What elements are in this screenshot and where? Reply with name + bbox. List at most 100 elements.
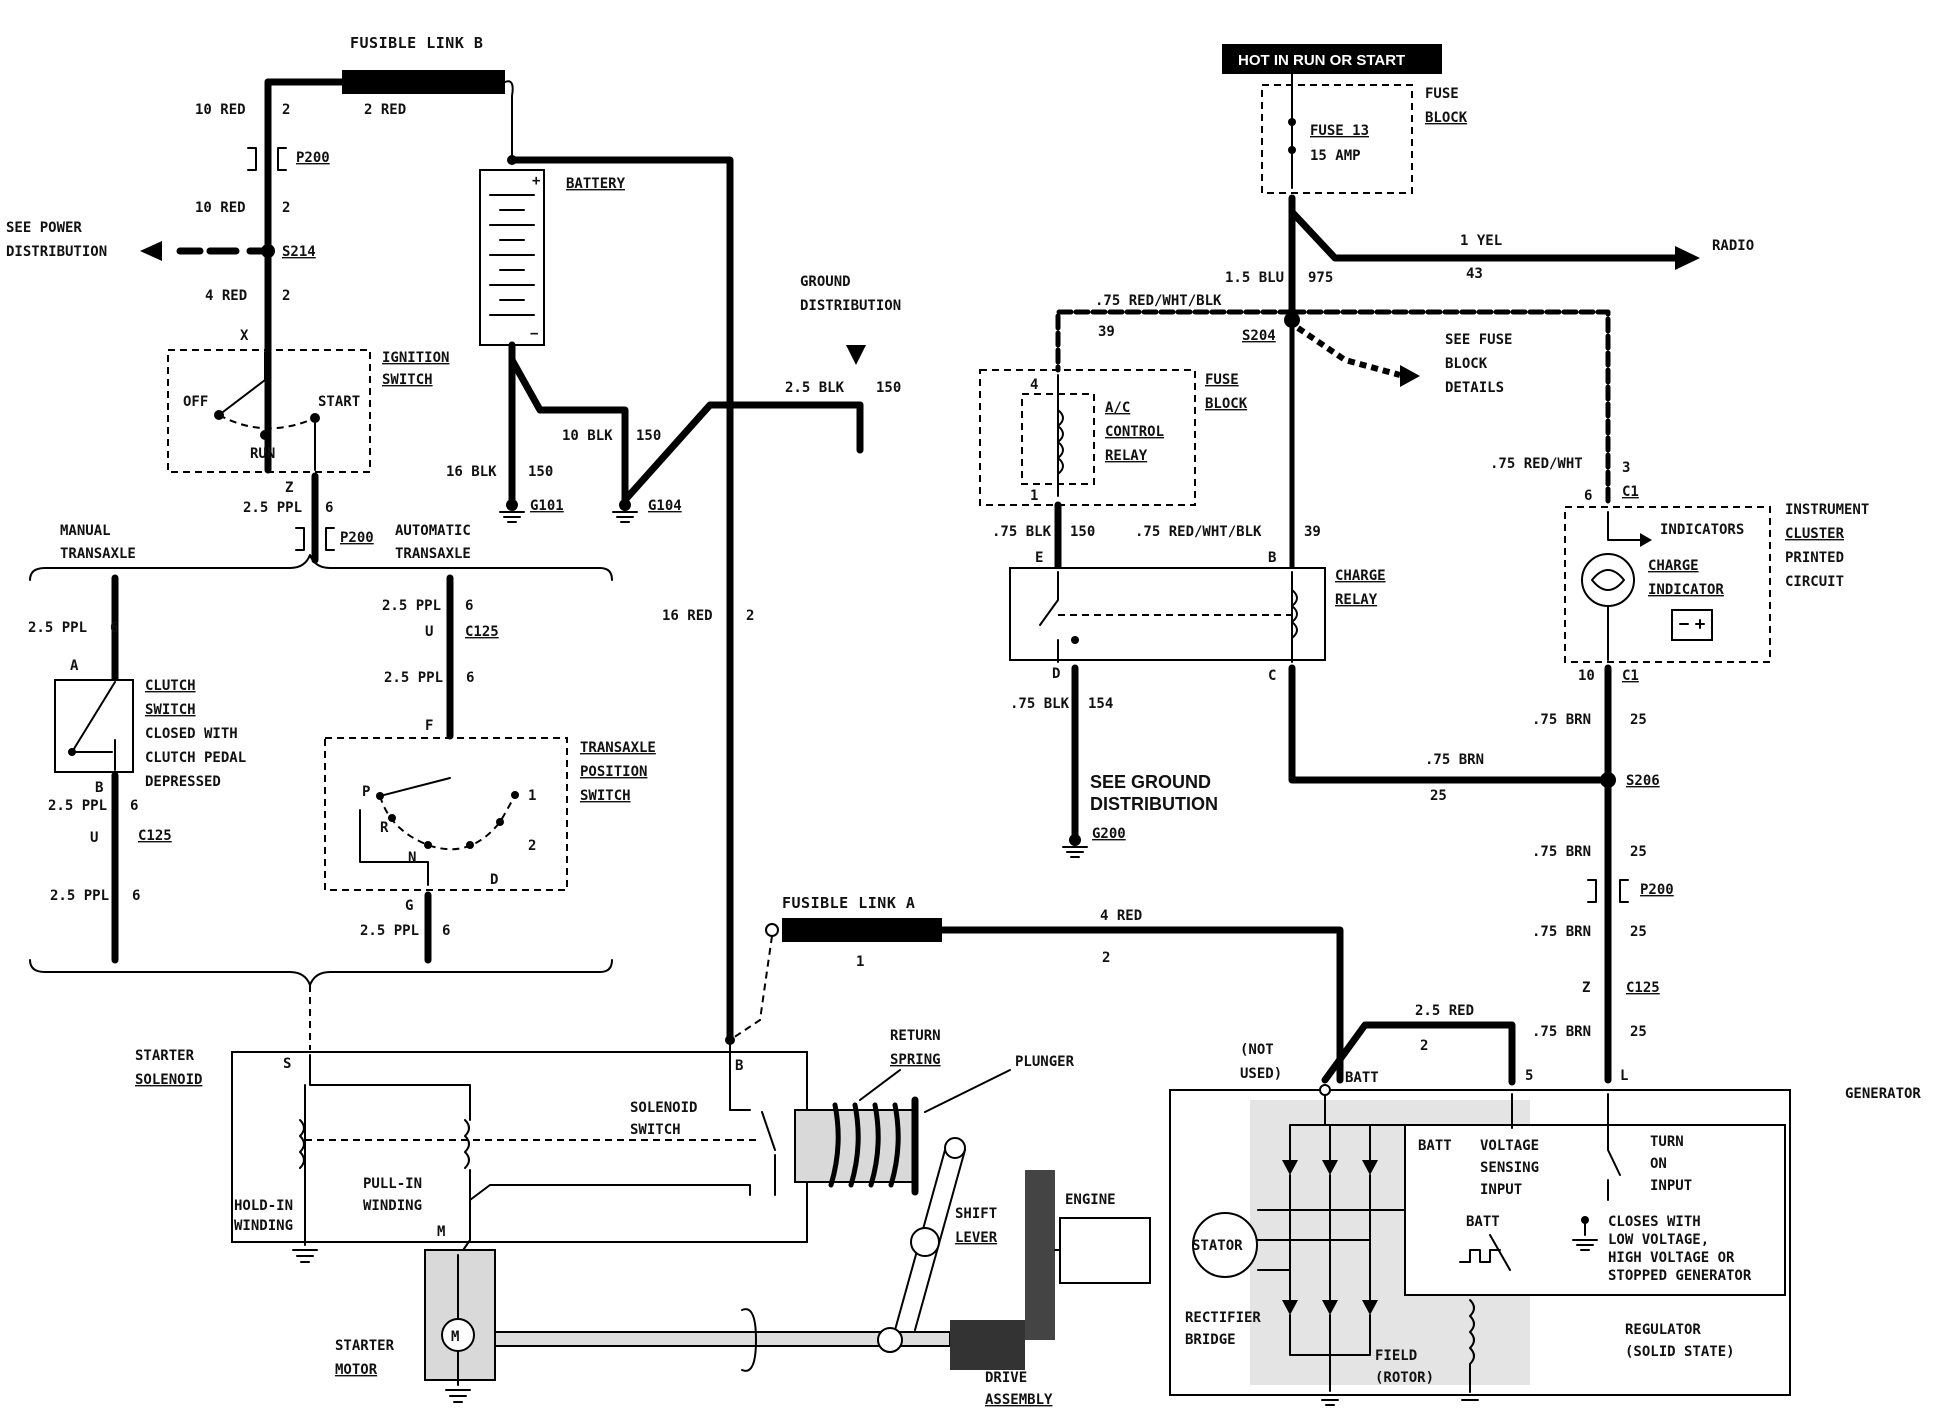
ground-distribution-label: DISTRIBUTION xyxy=(800,298,901,314)
starter-solenoid xyxy=(231,1051,808,1243)
terminal-x: X xyxy=(240,328,249,344)
wire-label: 2.5 PPL xyxy=(382,598,441,614)
charge-relay-label: CHARGE xyxy=(1335,568,1386,584)
stator-label: STATOR xyxy=(1192,1238,1243,1254)
fuse-block-top xyxy=(1261,84,1413,194)
terminal-u: U xyxy=(90,830,98,846)
connector-c125: C125 xyxy=(465,624,499,640)
starter-solenoid-label: STARTER xyxy=(135,1048,195,1064)
switch-position: RUN xyxy=(250,446,275,462)
position-r: R xyxy=(380,820,389,836)
regulator-box xyxy=(1404,1124,1786,1296)
see-power-label: DISTRIBUTION xyxy=(6,244,107,260)
wire-label: .75 BRN xyxy=(1532,1024,1591,1040)
tps-label: TRANSAXLE xyxy=(580,740,656,756)
vsi-label: SENSING xyxy=(1480,1160,1539,1176)
drive-assembly-label: DRIVE xyxy=(985,1370,1027,1386)
shift-lever-label: LEVER xyxy=(955,1230,998,1246)
return-spring-label: RETURN xyxy=(890,1028,941,1044)
see-fuse-label: BLOCK xyxy=(1445,356,1488,372)
terminal-m: M xyxy=(437,1224,445,1240)
not-used-label: USED) xyxy=(1240,1066,1282,1082)
fuse-amp-label: 15 AMP xyxy=(1310,148,1361,164)
cluster-label: CLUSTER xyxy=(1785,526,1845,542)
terminal-b: B xyxy=(735,1058,743,1074)
charge-indicator-label: CHARGE xyxy=(1648,558,1699,574)
circuit-number: 150 xyxy=(636,428,661,444)
see-ground-label: DISTRIBUTION xyxy=(1090,794,1218,814)
vsi-label: VOLTAGE xyxy=(1480,1138,1539,1154)
terminal-1: 1 xyxy=(1030,488,1038,504)
fuse-block-section: HOT IN RUN OR START FUSE BLOCK FUSE 13 1… xyxy=(1055,44,1754,571)
rectifier-label: RECTIFIER xyxy=(1185,1310,1261,1326)
fusible-link-b xyxy=(342,70,505,94)
circuit-number: 150 xyxy=(1070,524,1095,540)
regulator-label: (SOLID STATE) xyxy=(1625,1344,1735,1360)
wire-label: 1.5 BLU xyxy=(1225,270,1284,286)
position-1: 1 xyxy=(528,788,536,804)
splice-s206 xyxy=(1600,772,1616,788)
wire-label: .75 BRN xyxy=(1532,844,1591,860)
manual-transaxle-label: MANUAL xyxy=(60,523,111,539)
hot-in-run-banner xyxy=(1222,44,1442,74)
connector-c1: C1 xyxy=(1622,484,1639,500)
engine-label: ENGINE xyxy=(1065,1192,1116,1208)
radio-label: RADIO xyxy=(1712,238,1754,254)
circuit-number: 6 xyxy=(442,923,450,939)
ac-relay-label: A/C xyxy=(1105,400,1130,416)
automatic-transaxle-label: AUTOMATIC xyxy=(395,523,471,539)
terminal-10: 10 xyxy=(1578,668,1595,684)
circuit-number: 39 xyxy=(1098,324,1115,340)
fusible-link-b-section: FUSIBLE LINK B 10 RED 2 2 RED P200 10 RE… xyxy=(6,34,517,564)
position-p: P xyxy=(362,784,370,800)
wire-label: 2.5 PPL xyxy=(384,670,443,686)
circuit-number: 2 xyxy=(282,288,290,304)
circuit-number: 25 xyxy=(1630,924,1647,940)
splice-s214-label: S214 xyxy=(282,244,316,260)
field-label: FIELD xyxy=(1375,1348,1417,1364)
tps-label: SWITCH xyxy=(580,788,631,804)
circuit-number: 150 xyxy=(528,464,553,480)
indicators-label: INDICATORS xyxy=(1660,522,1744,538)
generator-label: GENERATOR xyxy=(1845,1086,1921,1102)
closes-label: LOW VOLTAGE, xyxy=(1608,1232,1709,1248)
terminal-z: Z xyxy=(1582,980,1590,996)
hold-in-winding-label: WINDING xyxy=(234,1218,293,1234)
not-used-label: (NOT xyxy=(1240,1042,1274,1058)
pull-in-winding-label: PULL-IN xyxy=(363,1176,422,1192)
fuse-block-label: BLOCK xyxy=(1425,110,1468,126)
diode-icon xyxy=(1282,1160,1378,1175)
fuse-block-ac xyxy=(979,369,1196,506)
vsi-label: INPUT xyxy=(1480,1182,1522,1198)
position-d: D xyxy=(490,872,498,888)
wire-label: .75 BLK xyxy=(1010,696,1070,712)
plunger-label: PLUNGER xyxy=(1015,1054,1075,1070)
clutch-switch xyxy=(54,679,134,773)
turn-on-label: INPUT xyxy=(1650,1178,1692,1194)
regulator-label: REGULATOR xyxy=(1625,1322,1701,1338)
closes-label: STOPPED GENERATOR xyxy=(1608,1268,1752,1284)
wire-label: .75 RED/WHT xyxy=(1490,456,1583,472)
circuit-number: 25 xyxy=(1630,1024,1647,1040)
stator xyxy=(1192,1212,1258,1278)
field-label: (ROTOR) xyxy=(1375,1370,1434,1386)
charge-indicator-label: INDICATOR xyxy=(1648,582,1724,598)
switch-position: START xyxy=(318,394,360,410)
transaxle-section: MANUAL TRANSAXLE AUTOMATIC TRANSAXLE 2.5… xyxy=(28,523,656,1050)
pull-in-winding-label: WINDING xyxy=(363,1198,422,1214)
solenoid-switch-label: SWITCH xyxy=(630,1122,681,1138)
starter-motor xyxy=(424,1249,496,1381)
ac-relay-label: CONTROL xyxy=(1105,424,1164,440)
circuit-number: 975 xyxy=(1308,270,1333,286)
arrow-left-icon xyxy=(140,241,162,261)
connector-p200: P200 xyxy=(340,530,374,546)
wire-label: 10 RED xyxy=(195,200,246,216)
shift-lever-label: SHIFT xyxy=(955,1206,997,1222)
ground-g200: G200 xyxy=(1092,826,1126,842)
flywheel xyxy=(1025,1170,1055,1340)
automatic-transaxle-label: TRANSAXLE xyxy=(395,546,471,562)
turn-on-label: ON xyxy=(1650,1156,1667,1172)
drive-assembly-label: ASSEMBLY xyxy=(985,1392,1053,1408)
battery-plus: + xyxy=(532,173,540,189)
